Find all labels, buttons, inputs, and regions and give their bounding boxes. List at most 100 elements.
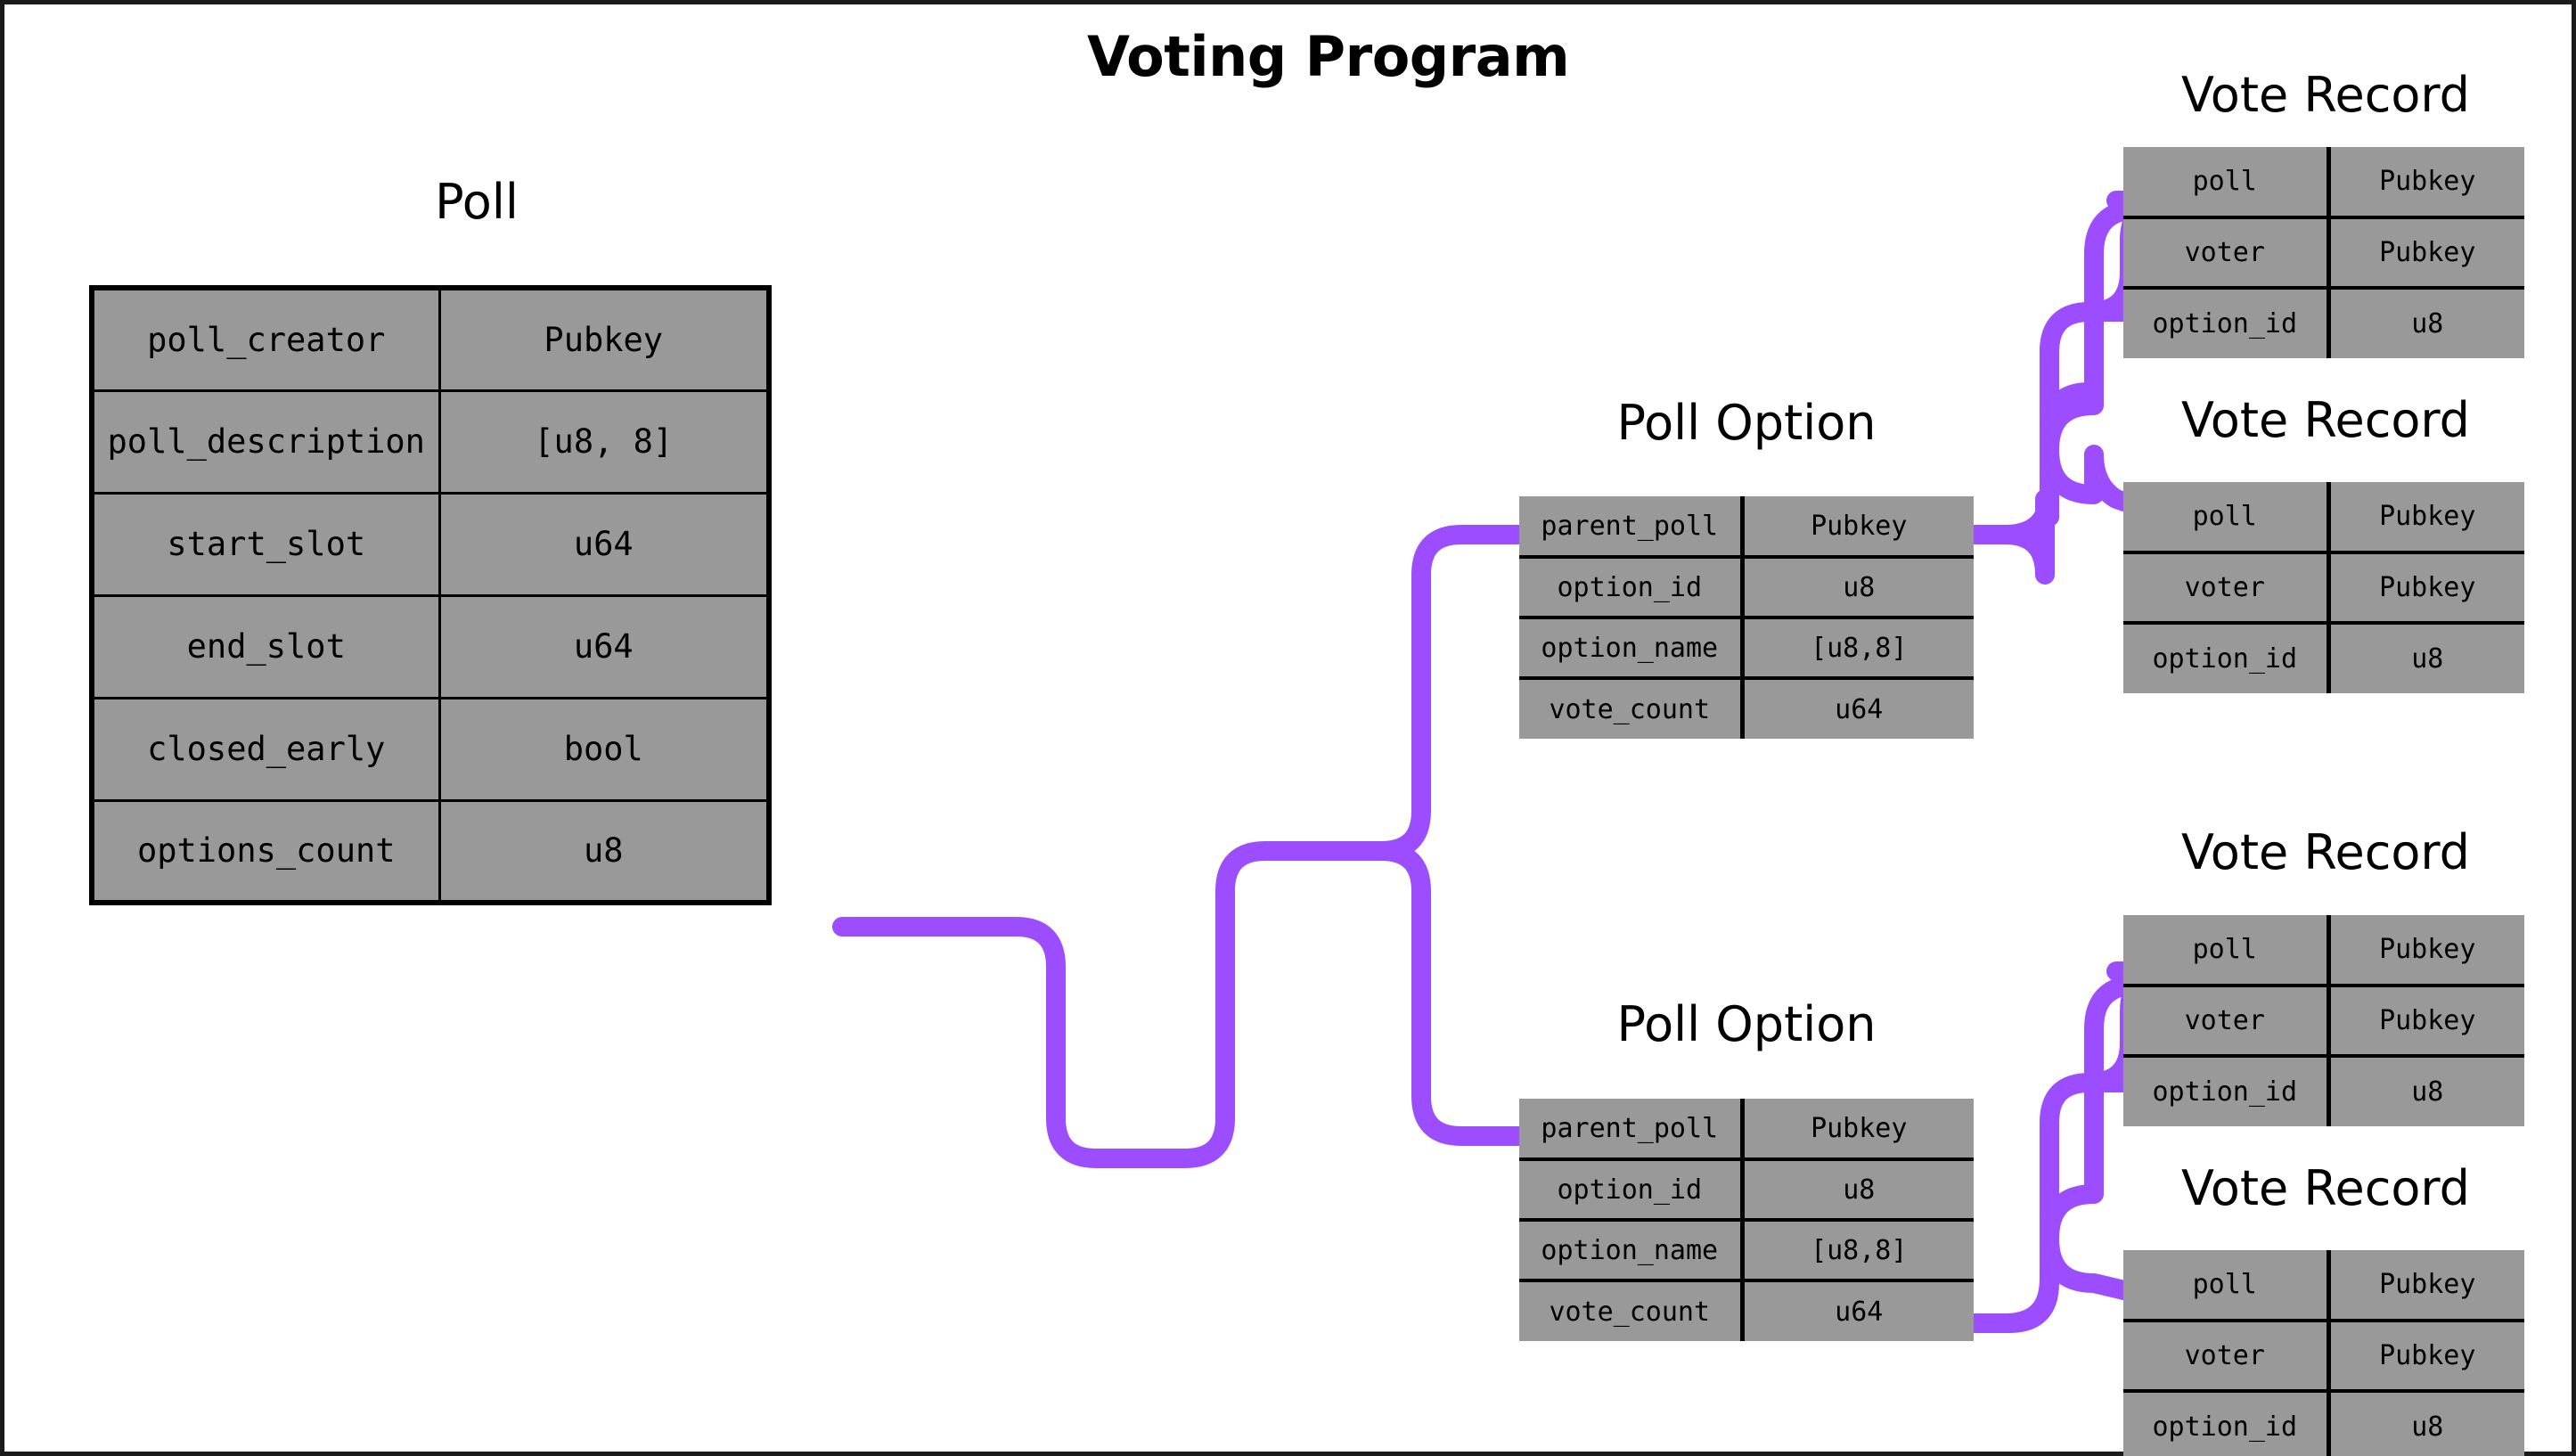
field-type: u64 — [438, 593, 771, 699]
field-name: vote_count — [1519, 678, 1745, 739]
table-row: parent_poll Pubkey — [1519, 1099, 1974, 1161]
table-row: poll Pubkey — [2123, 1250, 2524, 1322]
table-row: voter Pubkey — [2123, 986, 2524, 1058]
table-poll-option-1: parent_poll Pubkey option_id u8 option_n… — [1519, 496, 1974, 739]
field-name: voter — [2123, 1321, 2331, 1393]
wire-junction-to-poll-option-1 — [1371, 525, 1529, 861]
table-row: option_id u8 — [2123, 1391, 2524, 1456]
table-row: vote_count u64 — [1519, 1280, 1974, 1341]
page-title: Voting Program — [1087, 24, 1570, 89]
table-row: option_id u8 — [2123, 623, 2524, 693]
field-type: Pubkey — [2328, 1321, 2524, 1393]
wire-junction-to-poll-option-2 — [1371, 841, 1529, 1146]
field-type: u8 — [2328, 1056, 2524, 1126]
field-name: option_id — [2123, 288, 2331, 358]
table-row: parent_poll Pubkey — [1519, 496, 1974, 559]
field-name: poll — [2123, 915, 2331, 987]
table-vote-record-2: poll Pubkey voter Pubkey option_id u8 — [2123, 482, 2524, 693]
table-row: poll Pubkey — [2123, 915, 2524, 987]
field-type: [u8,8] — [1742, 618, 1974, 680]
field-name: voter — [2123, 217, 2331, 290]
field-name: option_id — [1519, 1159, 1745, 1222]
table-row: voter Pubkey — [2123, 217, 2524, 290]
table-row: option_id u8 — [1519, 1159, 1974, 1222]
table-poll: poll_creator Pubkey poll_description [u8… — [89, 285, 772, 905]
entity-title-poll-option-2: Poll Option — [1616, 996, 1877, 1052]
field-type: Pubkey — [2328, 482, 2524, 554]
table-row: start_slot u64 — [90, 491, 771, 597]
entity-title-vote-record-4: Vote Record — [2181, 1160, 2470, 1216]
table-vote-record-4-body: poll Pubkey voter Pubkey option_id u8 — [2123, 1250, 2524, 1456]
field-name: voter — [2123, 552, 2331, 625]
table-row: poll_creator Pubkey — [90, 286, 771, 392]
field-type: Pubkey — [1742, 1099, 1974, 1161]
field-type: u64 — [1742, 678, 1974, 739]
table-row: voter Pubkey — [2123, 552, 2524, 625]
field-type: Pubkey — [2328, 1250, 2524, 1322]
field-type: u64 — [1742, 1280, 1974, 1341]
table-vote-record-1: poll Pubkey voter Pubkey option_id u8 — [2123, 147, 2524, 358]
wire-split-upper — [2040, 382, 2099, 527]
table-row: vote_count u64 — [1519, 678, 1974, 739]
field-type: u8 — [438, 798, 771, 904]
field-type: Pubkey — [438, 286, 771, 392]
table-poll-option-1-body: parent_poll Pubkey option_id u8 option_n… — [1519, 496, 1974, 739]
table-row: option_id u8 — [2123, 288, 2524, 358]
entity-title-vote-record-1: Vote Record — [2181, 67, 2470, 123]
wire-poll-to-options — [832, 841, 1391, 1168]
table-row: voter Pubkey — [2123, 1321, 2524, 1393]
table-row: option_id u8 — [1519, 557, 1974, 619]
field-type: u8 — [1742, 557, 1974, 619]
field-type: u8 — [2328, 1391, 2524, 1456]
entity-title-vote-record-3: Vote Record — [2181, 824, 2470, 880]
table-vote-record-4: poll Pubkey voter Pubkey option_id u8 — [2123, 1250, 2524, 1456]
field-name: vote_count — [1519, 1280, 1745, 1341]
table-poll-option-2-body: parent_poll Pubkey option_id u8 option_n… — [1519, 1099, 1974, 1341]
field-name: start_slot — [90, 491, 441, 597]
table-row: option_name [u8,8] — [1519, 618, 1974, 680]
field-type: u8 — [1742, 1159, 1974, 1222]
table-row: end_slot u64 — [90, 593, 771, 699]
field-name: poll_description — [90, 389, 441, 495]
table-vote-record-2-body: poll Pubkey voter Pubkey option_id u8 — [2123, 482, 2524, 693]
table-vote-record-1-body: poll Pubkey voter Pubkey option_id u8 — [2123, 147, 2524, 358]
field-name: option_id — [2123, 1056, 2331, 1126]
field-type: Pubkey — [2328, 986, 2524, 1058]
field-type: bool — [438, 696, 771, 802]
table-row: option_id u8 — [2123, 1056, 2524, 1126]
field-name: option_name — [1519, 1220, 1745, 1282]
field-type: Pubkey — [2328, 147, 2524, 219]
field-type: Pubkey — [1742, 496, 1974, 559]
table-row: closed_early bool — [90, 696, 771, 802]
field-type: u8 — [2328, 288, 2524, 358]
field-name: parent_poll — [1519, 1099, 1745, 1161]
field-name: poll_creator — [90, 286, 441, 392]
table-poll-option-2: parent_poll Pubkey option_id u8 option_n… — [1519, 1099, 1974, 1341]
field-type: u64 — [438, 491, 771, 597]
wire-record-2-branch — [2040, 302, 2135, 362]
table-row: poll Pubkey — [2123, 147, 2524, 219]
field-type: u8 — [2328, 623, 2524, 693]
field-type: [u8, 8] — [438, 389, 771, 495]
table-vote-record-3: poll Pubkey voter Pubkey option_id u8 — [2123, 915, 2524, 1126]
table-row: option_name [u8,8] — [1519, 1220, 1974, 1282]
wire-poll-option-1-right — [1946, 302, 2099, 544]
entity-title-vote-record-2: Vote Record — [2181, 392, 2470, 448]
field-name: voter — [2123, 986, 2331, 1058]
table-row: options_count u8 — [90, 798, 771, 904]
field-type: Pubkey — [2328, 915, 2524, 987]
field-name: poll — [2123, 1250, 2331, 1322]
field-type: [u8,8] — [1742, 1220, 1974, 1282]
table-row: poll_description [u8, 8] — [90, 389, 771, 495]
field-type: Pubkey — [2328, 217, 2524, 290]
table-poll-body: poll_creator Pubkey poll_description [u8… — [90, 286, 771, 904]
table-row: poll Pubkey — [2123, 482, 2524, 554]
field-name: option_id — [2123, 1391, 2331, 1456]
entity-title-poll-option-1: Poll Option — [1616, 395, 1877, 451]
field-name: closed_early — [90, 696, 441, 802]
field-name: option_name — [1519, 618, 1745, 680]
field-name: poll — [2123, 482, 2331, 554]
table-vote-record-3-body: poll Pubkey voter Pubkey option_id u8 — [2123, 915, 2524, 1126]
field-name: option_id — [2123, 623, 2331, 693]
